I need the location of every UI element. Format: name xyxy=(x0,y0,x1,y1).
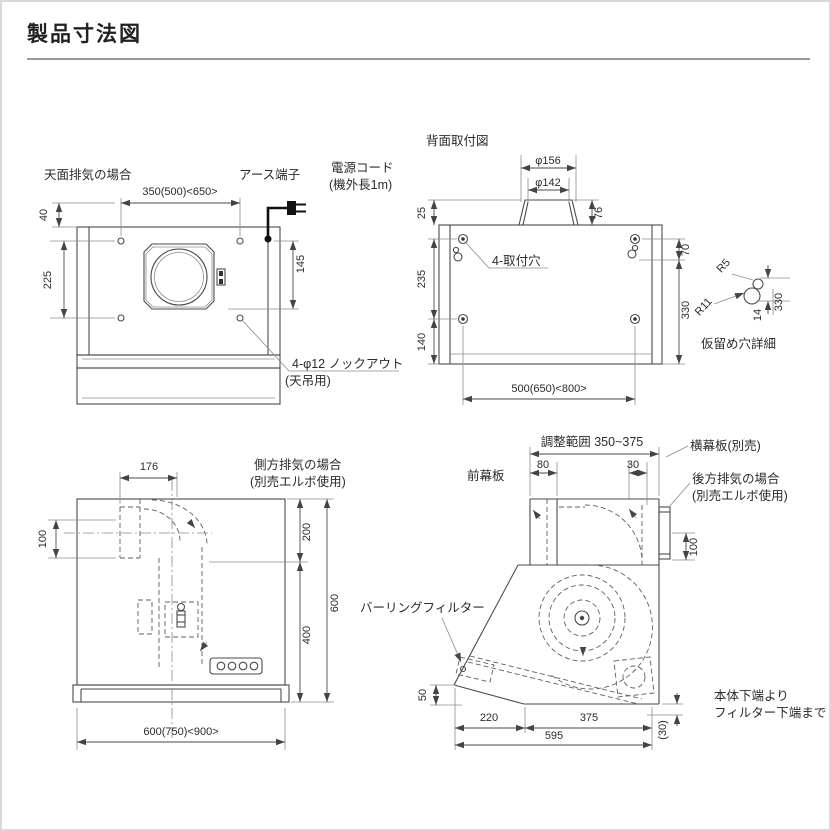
dim-76: 76 xyxy=(593,207,605,219)
earth-terminal-label: アース端子 xyxy=(239,168,300,182)
temp-hole-detail: R5 R11 14 330 仮留め穴詳細 xyxy=(693,257,790,351)
control-button xyxy=(216,661,226,671)
dim-25: 25 xyxy=(416,207,428,219)
dim-100-stub: 100 xyxy=(688,538,700,556)
side-panel-label: 横幕板(別売) xyxy=(690,438,761,453)
dim-100-left: 100 xyxy=(37,530,49,548)
side-section-view: 50 220 375 595 (30) 100 xyxy=(360,434,826,750)
dim-220: 220 xyxy=(480,712,498,724)
keyhole-slots xyxy=(452,244,639,262)
title-divider xyxy=(27,58,810,60)
filter-label: バーリングフィルター xyxy=(360,601,485,615)
dim-400: 400 xyxy=(301,626,313,644)
dim-375: 375 xyxy=(580,712,598,724)
front-view-title: 側方排気の場合 xyxy=(254,457,342,472)
terminal-mark xyxy=(219,279,223,284)
front-panel-label: 前幕板 xyxy=(467,468,505,483)
dim-14: 14 xyxy=(752,309,764,321)
top-exhaust-top-view: 350(500)<650> 40 225 145 4-φ12 ノックアウト (天… xyxy=(38,161,403,405)
control-button xyxy=(238,661,248,671)
knockout-label2: (天吊用) xyxy=(285,374,331,388)
side-exhaust-front-view: 176 100 200 400 600 600(750)<900> 側方排気の場… xyxy=(37,457,346,750)
dim-70: 70 xyxy=(680,244,692,256)
top-view-title: 天面排気の場合 xyxy=(44,167,132,182)
dim-200: 200 xyxy=(301,523,313,541)
power-cord xyxy=(266,206,288,238)
dim-phi142: φ142 xyxy=(535,177,561,189)
front-view-title2: (別売エルボ使用) xyxy=(250,474,346,489)
dim-rear-width: 500(650)<800> xyxy=(511,383,586,395)
dim-40: 40 xyxy=(38,209,50,221)
bottom-note2: フィルター下端まで xyxy=(714,706,826,720)
detail-title: 仮留め穴詳細 xyxy=(701,336,776,351)
dim-30-paren: (30) xyxy=(657,720,669,740)
control-panel xyxy=(209,657,263,675)
dim-330: 330 xyxy=(680,301,692,319)
rear-exhaust-label: 後方排気の場合 xyxy=(692,471,780,486)
dim-50: 50 xyxy=(417,689,429,701)
bottom-note: 本体下端より xyxy=(714,689,789,703)
mount-holes-label: 4-取付穴 xyxy=(492,253,541,268)
dim-80: 80 xyxy=(537,459,549,471)
power-cord-label2: (機外長1m) xyxy=(329,177,392,192)
dim-145: 145 xyxy=(295,255,307,273)
page-title: 製品寸法図 xyxy=(27,23,142,46)
dim-595: 595 xyxy=(545,730,563,742)
dim-front-width: 600(750)<900> xyxy=(143,726,218,738)
dim-140: 140 xyxy=(416,333,428,351)
dim-330-detail: 330 xyxy=(773,293,785,311)
rear-view-title: 背面取付図 xyxy=(426,134,489,148)
dim-176: 176 xyxy=(140,461,158,473)
knockout-label: 4-φ12 ノックアウト xyxy=(292,357,403,371)
radius-r11: R11 xyxy=(693,296,715,318)
rear-mounting-view: 背面取付図 4-取付穴 xyxy=(416,134,692,405)
terminal-mark xyxy=(219,271,223,276)
dim-225: 225 xyxy=(42,271,54,289)
control-button xyxy=(249,661,259,671)
mount-holes xyxy=(457,233,641,325)
radius-r5: R5 xyxy=(715,257,733,275)
dim-600: 600 xyxy=(329,594,341,612)
dim-top-width: 350(500)<650> xyxy=(142,186,217,198)
power-cord-label: 電源コード xyxy=(331,161,394,175)
dim-phi156: φ156 xyxy=(535,155,561,167)
rear-exhaust-label2: (別売エルボ使用) xyxy=(692,488,788,503)
dim-235: 235 xyxy=(416,270,428,288)
adjust-range-label: 調整範囲 350~375 xyxy=(541,434,644,449)
control-button xyxy=(227,661,237,671)
dim-30: 30 xyxy=(627,459,639,471)
plug-icon xyxy=(287,201,296,215)
earth-terminal-point xyxy=(264,235,272,243)
